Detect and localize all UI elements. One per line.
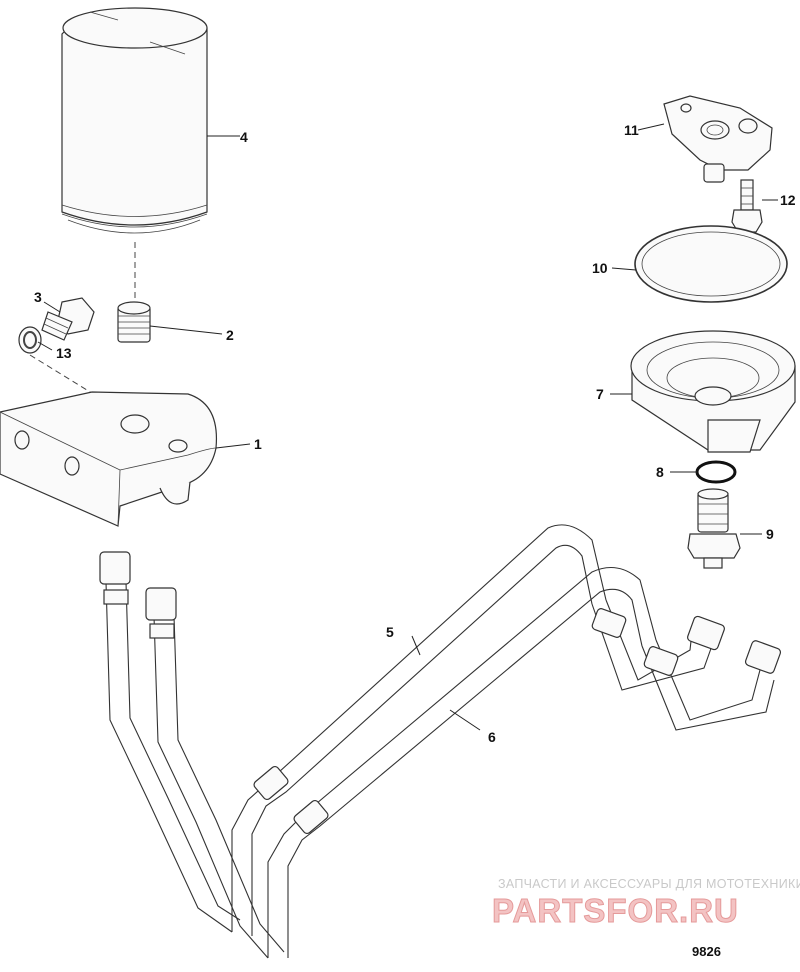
callout-6: 6 xyxy=(488,729,496,745)
filter-housing-base xyxy=(630,330,796,453)
oil-hose-6 xyxy=(145,566,782,959)
figure-id: 9826 xyxy=(692,944,721,959)
callout-4: 4 xyxy=(240,129,248,145)
sealing-washer xyxy=(18,326,42,354)
leader-lines xyxy=(37,123,778,731)
callout-12: 12 xyxy=(780,192,796,208)
callout-13: 13 xyxy=(56,345,72,361)
callout-11: 11 xyxy=(624,122,639,138)
small-o-ring xyxy=(695,460,737,484)
watermark-tagline: ЗАПЧАСТИ И АКСЕССУАРЫ ДЛЯ МОТОТЕХНИКИ xyxy=(498,877,800,891)
filter-head xyxy=(663,95,773,183)
oil-hose-5 xyxy=(99,524,725,936)
mounting-bolt xyxy=(41,297,95,341)
callout-10: 10 xyxy=(592,260,608,276)
bolt-dashline xyxy=(29,354,96,396)
callout-2: 2 xyxy=(226,327,234,343)
callout-1: 1 xyxy=(254,436,262,452)
callout-5: 5 xyxy=(386,624,394,640)
threaded-nipple xyxy=(117,301,151,343)
callout-8: 8 xyxy=(656,464,664,480)
hose-fitting xyxy=(687,488,741,569)
head-screw xyxy=(731,179,763,233)
callout-3: 3 xyxy=(34,289,42,305)
callout-9: 9 xyxy=(766,526,774,542)
callout-7: 7 xyxy=(596,386,604,402)
oil-filter-canister xyxy=(61,7,208,234)
watermark-brand: PARTSFOR.RU xyxy=(492,892,739,929)
filter-o-ring xyxy=(634,225,788,303)
mounting-bracket xyxy=(0,391,218,527)
